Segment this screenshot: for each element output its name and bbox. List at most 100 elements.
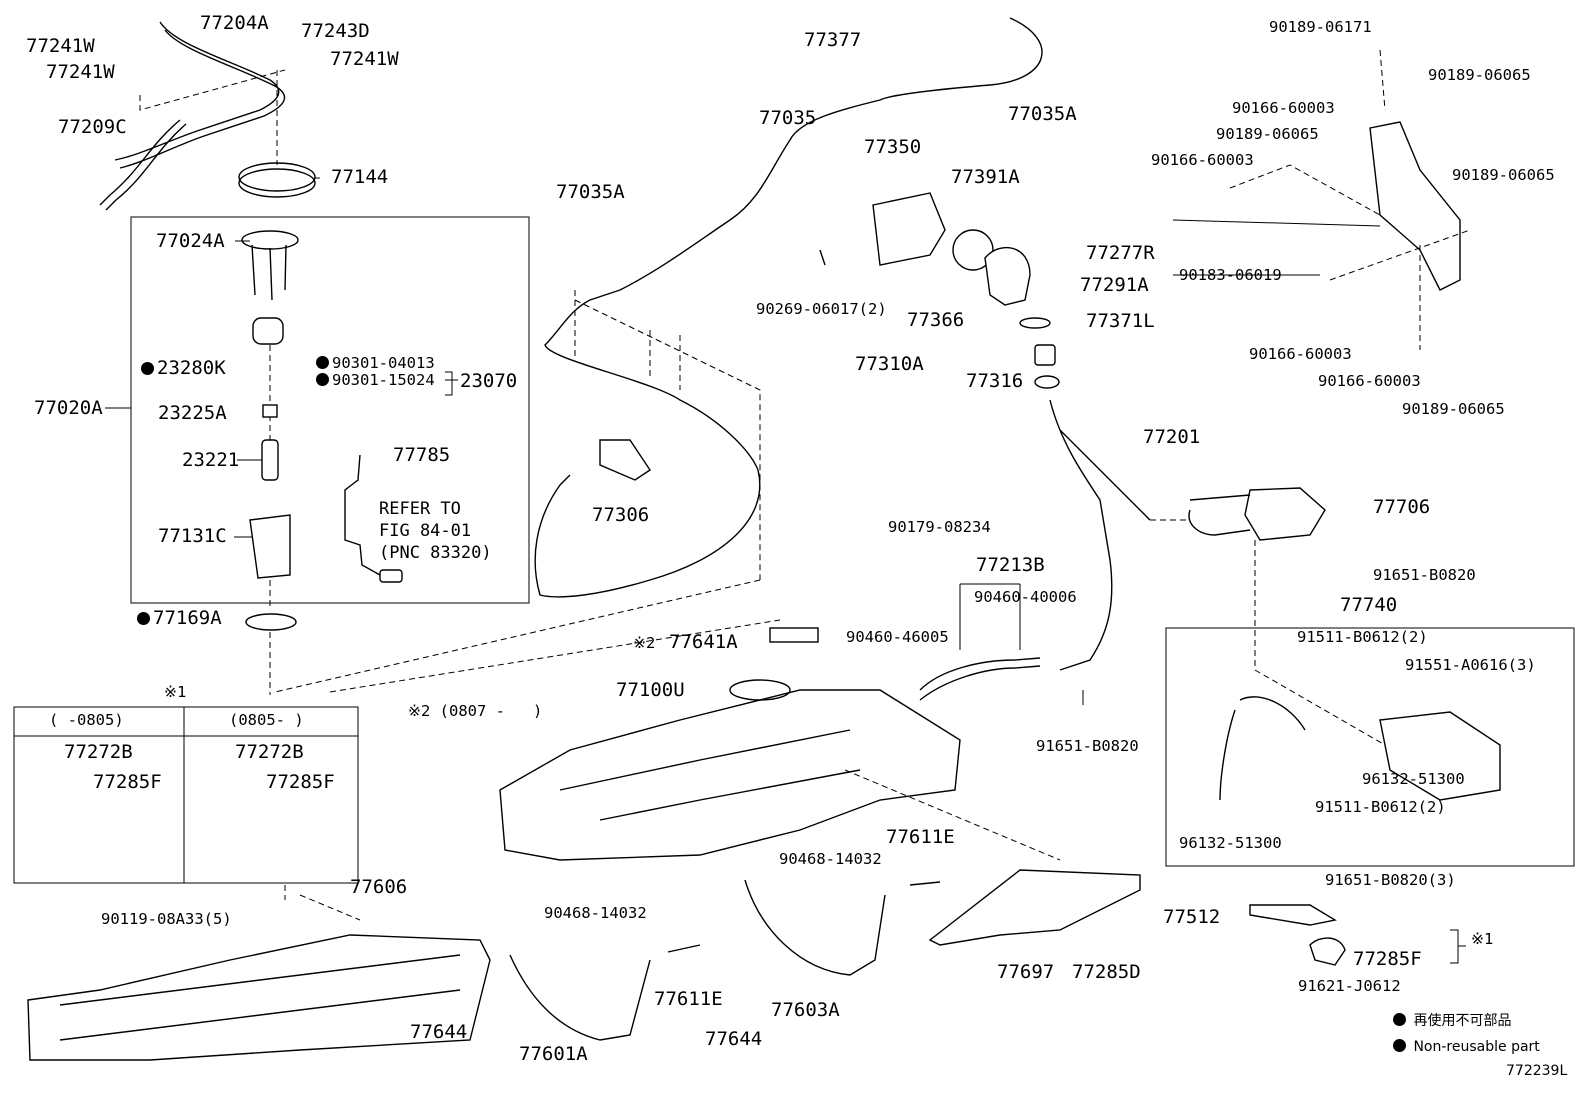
legend-dot-icon — [1393, 1013, 1406, 1026]
charcoal-canister — [1379, 711, 1501, 801]
label-96132-51300-b: 96132-51300 — [1179, 834, 1282, 852]
label-77285F-c: 77285F — [1353, 948, 1422, 970]
gasket — [245, 613, 297, 631]
label-77611E-b: 77611E — [886, 826, 955, 848]
filler-pipe — [1049, 399, 1151, 671]
variant-box — [13, 706, 359, 884]
column-header-pre-0805: ( -0805) — [49, 711, 124, 729]
label-77512: 77512 — [1163, 906, 1221, 928]
label-77241W: 77241W — [26, 35, 95, 57]
label-90119-08A33: 90119-08A33(5) — [101, 910, 232, 928]
label-90301-04013: 90301-04013 — [316, 355, 435, 372]
canister-box — [1165, 627, 1575, 867]
cable-bracket — [599, 439, 651, 481]
label-77706: 77706 — [1373, 496, 1431, 518]
label-77213B: 77213B — [976, 554, 1045, 576]
label-77391A: 77391A — [951, 166, 1020, 188]
label-96132-51300-a: 96132-51300 — [1362, 770, 1465, 788]
label-77316: 77316 — [966, 370, 1024, 392]
non-reusable-dot-icon — [316, 356, 329, 369]
label-77371L: 77371L — [1086, 310, 1155, 332]
label-note2: ※2 — [633, 634, 656, 652]
legend-jp: 再使用不可部品 — [1393, 1013, 1511, 1028]
fuel-pump — [261, 439, 279, 481]
non-reusable-dot-icon — [316, 373, 329, 386]
label-90179-08234: 90179-08234 — [888, 518, 991, 536]
label-77291A: 77291A — [1080, 274, 1149, 296]
fuel-door — [872, 192, 946, 266]
label-90460-40006: 90460-40006 — [974, 588, 1077, 606]
column-header-post-0805: (0805- ) — [229, 711, 304, 729]
lock-ring — [238, 168, 316, 198]
label-note2-range: ※2 (0807 - — [408, 702, 505, 720]
label-91651-B0820-tank: 91651-B0820 — [1036, 737, 1139, 755]
label-77306: 77306 — [592, 504, 650, 526]
label-77285D: 77285D — [1072, 961, 1141, 983]
label-77606: 77606 — [350, 876, 408, 898]
label-77377: 77377 — [804, 29, 862, 51]
label-77310A: 77310A — [855, 353, 924, 375]
label-77644-b: 77644 — [705, 1028, 763, 1050]
label-77243D: 77243D — [301, 20, 370, 42]
label-77603A: 77603A — [771, 999, 840, 1021]
refer-text-line2: FIG 84-01 — [379, 521, 472, 541]
label-23221: 23221 — [182, 449, 240, 471]
label-77209C: 77209C — [58, 116, 127, 138]
label-77285F-b: 77285F — [266, 771, 335, 793]
fuel-cap — [984, 246, 1031, 306]
label-note2-range-close: ) — [533, 702, 543, 720]
fuel-tube — [114, 21, 280, 161]
label-77144: 77144 — [331, 166, 389, 188]
label-91511-B0612-b: 91511-B0612(2) — [1315, 798, 1446, 816]
label-77024A: 77024A — [156, 230, 225, 252]
figure-code: 772239L — [1506, 1063, 1568, 1079]
label-77131C: 77131C — [158, 525, 227, 547]
label-77611E-a: 77611E — [654, 988, 723, 1010]
pump-filter — [249, 514, 291, 579]
label-91511-B0612-a: 91511-B0612(2) — [1297, 628, 1428, 646]
label-77350: 77350 — [864, 136, 922, 158]
canister-upper — [1244, 487, 1326, 541]
refer-text-line1: REFER TO — [379, 499, 461, 519]
label-77366: 77366 — [907, 309, 965, 331]
label-77272B-a: 77272B — [64, 741, 133, 763]
release-cable — [534, 17, 1043, 598]
label-77601A: 77601A — [519, 1043, 588, 1065]
label-77785: 77785 — [393, 444, 451, 466]
label-90166-60003-b: 90166-60003 — [1151, 151, 1254, 169]
label-90166-60003-c: 90166-60003 — [1249, 345, 1352, 363]
tank-strap-left — [509, 954, 651, 1041]
label-90166-60003-a: 90166-60003 — [1232, 99, 1335, 117]
label-77201: 77201 — [1143, 426, 1201, 448]
label-90183-06019: 90183-06019 — [1179, 266, 1282, 284]
legend-en: Non-reusable part — [1393, 1039, 1540, 1054]
label-23225A: 23225A — [158, 402, 227, 424]
label-77277R: 77277R — [1086, 242, 1155, 264]
label-91621-J0612: 91621-J0612 — [1298, 977, 1401, 995]
label-90189-06065-b: 90189-06065 — [1216, 125, 1319, 143]
non-reusable-dot-icon — [137, 612, 150, 625]
label-90189-06171: 90189-06171 — [1269, 18, 1372, 36]
label-77204A: 77204A — [200, 12, 269, 34]
breather-hose — [919, 657, 1041, 691]
tank-bracket — [928, 869, 1141, 946]
label-77272B-b: 77272B — [235, 741, 304, 763]
label-23280K: 23280K — [141, 359, 226, 378]
label-note1-right: ※1 — [1471, 930, 1494, 948]
label-90189-06065-a: 90189-06065 — [1428, 66, 1531, 84]
label-77644-a: 77644 — [410, 1021, 468, 1043]
label-77035A-mid: 77035A — [556, 181, 625, 203]
fuel-pump-assembly-box — [130, 216, 530, 604]
label-77241W-right: 77241W — [330, 48, 399, 70]
label-77100U: 77100U — [616, 679, 685, 701]
label-91551-A0616: 91551-A0616(3) — [1405, 656, 1536, 674]
label-90468-14032-a: 90468-14032 — [544, 904, 647, 922]
label-90166-60003-d: 90166-60003 — [1318, 372, 1421, 390]
label-77285F-a: 77285F — [93, 771, 162, 793]
label-77035: 77035 — [759, 107, 817, 129]
refer-text-line3: (PNC 83320) — [379, 543, 492, 563]
label-77169A: 77169A — [137, 609, 222, 628]
label-90468-14032-b: 90468-14032 — [779, 850, 882, 868]
